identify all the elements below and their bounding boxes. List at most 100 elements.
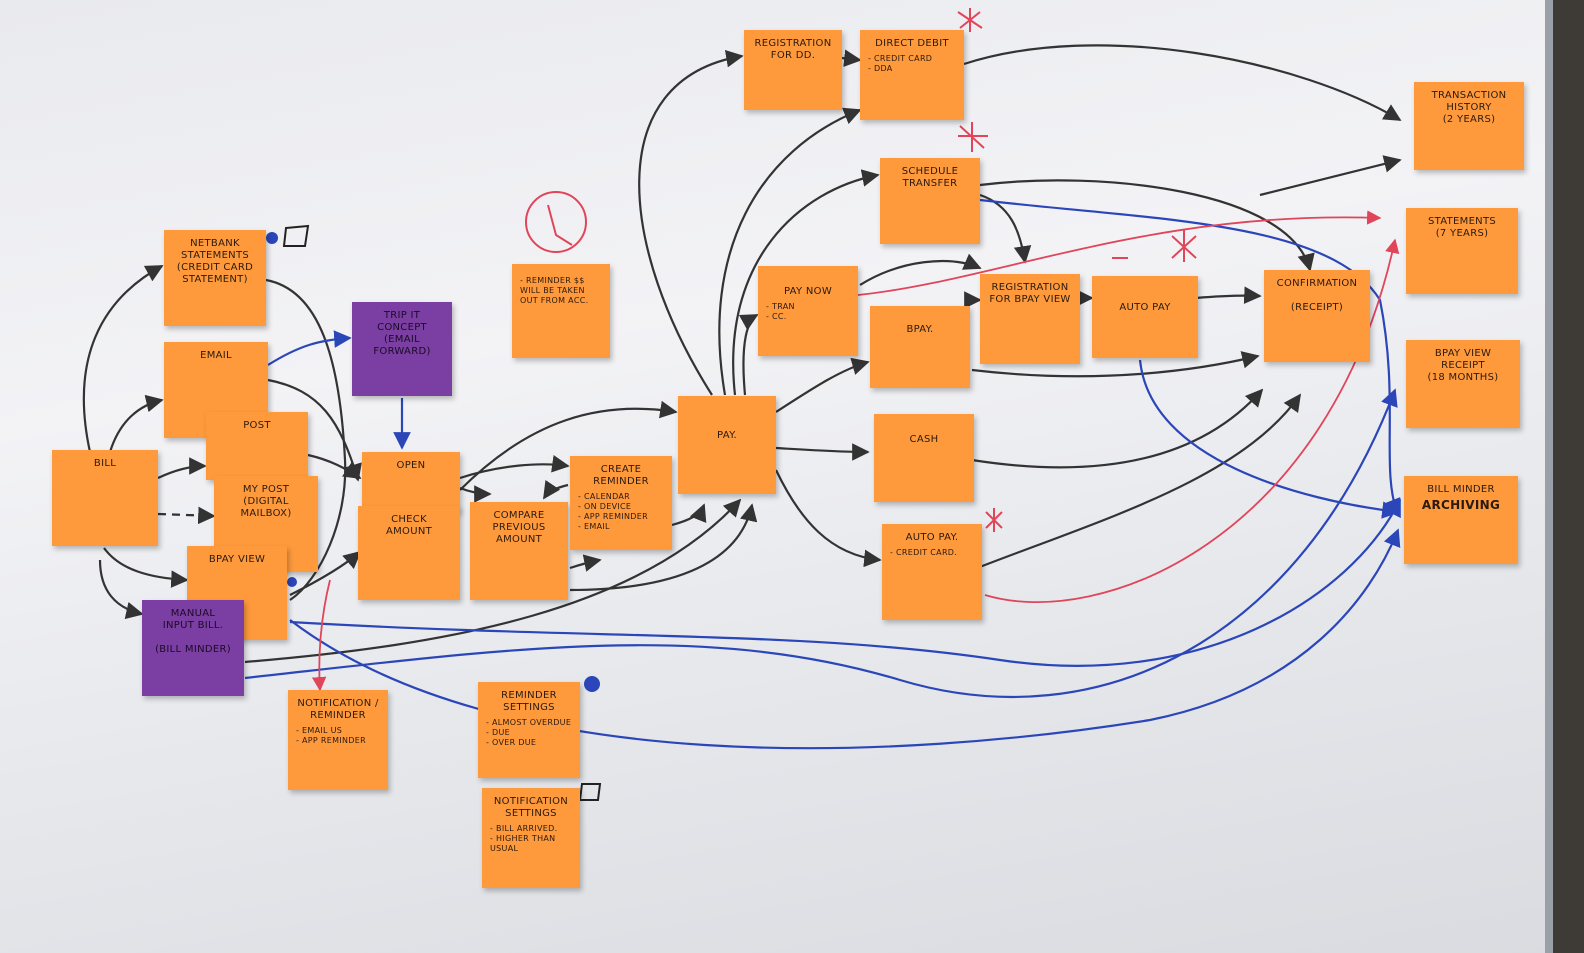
connector <box>971 388 1264 469</box>
star-icon <box>985 508 1003 532</box>
note-post: Post <box>206 412 308 480</box>
note-title: Auto Pay. <box>905 532 959 543</box>
note-list-item: reminder $$ will be taken out from acc. <box>520 276 602 306</box>
connector <box>1138 359 1400 519</box>
note-title: Cash <box>909 434 939 445</box>
note-list-item: bill arrived. <box>490 824 572 834</box>
note-registration-bpay-view: Registration for BPay View <box>980 274 1080 364</box>
note-title: Manual input bill. (Bill minder) <box>155 608 231 655</box>
note-emphasis: Archiving <box>1421 498 1501 512</box>
note-list-item: email <box>578 522 664 532</box>
note-bpay-view-receipt: BPay view receipt (18 months) <box>1406 340 1520 428</box>
note-confirmation: Confirmation (receipt) <box>1264 270 1370 362</box>
note-title: Registration for BPay View <box>989 282 1071 305</box>
note-direct-debit: Direct Debit credit card DDA <box>860 30 964 120</box>
note-list-item: higher than usual <box>490 834 572 854</box>
note-title: Statements (7 years) <box>1427 216 1497 239</box>
note-title: BPay view receipt (18 months) <box>1427 348 1499 383</box>
note-title: Notification / reminder <box>297 698 379 721</box>
connector <box>289 498 1401 667</box>
blue-dot-icon <box>266 232 278 244</box>
note-list: email us app reminder <box>296 726 380 746</box>
note-reminder-settings: Reminder settings almost overdue due ove… <box>478 682 580 778</box>
note-list: calendar on device app reminder email <box>578 492 664 532</box>
note-title: Trip it concept (email forward) <box>373 310 431 357</box>
connector <box>857 210 1382 296</box>
note-list-item: due <box>486 728 572 738</box>
star-icon <box>957 8 983 32</box>
note-list: reminder $$ will be taken out from acc. <box>520 276 602 306</box>
note-list: Tran CC. <box>766 302 850 322</box>
connector <box>638 49 744 396</box>
note-list-item: on device <box>578 502 664 512</box>
note-title: BPay View <box>208 554 266 565</box>
star-icon <box>958 122 988 152</box>
connector <box>543 479 569 500</box>
note-title: Pay now <box>783 286 833 297</box>
blue-dot-icon <box>584 676 600 692</box>
note-list: almost overdue due over due <box>486 718 572 748</box>
connector <box>157 506 216 525</box>
connector <box>267 378 362 482</box>
connector <box>82 265 164 453</box>
connector <box>307 453 362 479</box>
note-compare-previous: Compare previous amount <box>470 502 568 600</box>
note-list: credit card DDA <box>868 54 956 74</box>
connector <box>569 554 602 572</box>
note-title: Transaction history (2 years) <box>1431 90 1507 125</box>
note-netbank-statements: Netbank Statements (credit card statemen… <box>164 230 266 326</box>
note-manual-input-bill: Manual input bill. (Bill minder) <box>142 600 244 696</box>
connector <box>775 469 882 568</box>
note-reminder-taken-from-account: reminder $$ will be taken out from acc. <box>512 264 610 358</box>
connector <box>108 394 164 453</box>
note-list-item: CC. <box>766 312 850 322</box>
note-cash: Cash <box>874 414 974 502</box>
connector <box>98 559 144 620</box>
note-list-item: credit card <box>868 54 956 64</box>
connector <box>157 457 207 479</box>
note-title: Pay. <box>717 430 737 441</box>
note-notification-settings: Notification settings bill arrived. high… <box>482 788 580 888</box>
checkbox-icon <box>578 783 602 801</box>
connector <box>738 314 759 396</box>
note-pay-now: Pay now Tran CC. <box>758 266 858 356</box>
connector <box>971 393 1302 572</box>
connector <box>718 107 862 396</box>
note-title: Confirmation (receipt) <box>1276 278 1358 313</box>
note-statements: Statements (7 years) <box>1406 208 1518 294</box>
note-trip-it-concept: Trip it concept (email forward) <box>352 302 452 396</box>
whiteboard-edge <box>1545 0 1553 953</box>
note-auto-pay-credit-card: Auto Pay. credit card. <box>882 524 982 620</box>
note-title: Registration for DD. <box>754 38 832 61</box>
note-check-amount: Check Amount <box>358 506 460 600</box>
note-title: Check Amount <box>385 514 433 537</box>
connector <box>265 278 347 601</box>
connector <box>244 498 742 664</box>
black-connectors <box>82 44 1402 664</box>
note-pay: Pay. <box>678 396 776 494</box>
connector <box>732 169 880 396</box>
connector <box>1259 155 1402 197</box>
connector <box>979 193 1032 264</box>
star-icon <box>1171 230 1197 262</box>
note-bpay: BPay. <box>870 306 970 388</box>
clock-hands <box>547 204 573 246</box>
note-list-item: email us <box>296 726 380 736</box>
connector <box>311 579 331 692</box>
note-schedule-transfer: Schedule transfer <box>880 158 980 244</box>
note-transaction-history: Transaction history (2 years) <box>1414 82 1524 170</box>
note-bill: Bill <box>52 450 158 546</box>
note-title: Compare previous amount <box>492 510 546 545</box>
note-title: Bill <box>93 458 117 469</box>
blue-dot-icon <box>287 577 297 587</box>
note-title: Open <box>396 460 426 471</box>
note-title: Direct Debit <box>875 38 949 49</box>
connector <box>671 503 707 527</box>
note-list-item: app reminder <box>578 512 664 522</box>
note-open: Open <box>362 452 460 512</box>
note-title: Auto Pay <box>1119 302 1171 313</box>
note-notification-reminder: Notification / reminder email us app rem… <box>288 690 388 790</box>
note-bill-minder: Bill Minder Archiving <box>1404 476 1518 564</box>
connector <box>267 330 352 366</box>
